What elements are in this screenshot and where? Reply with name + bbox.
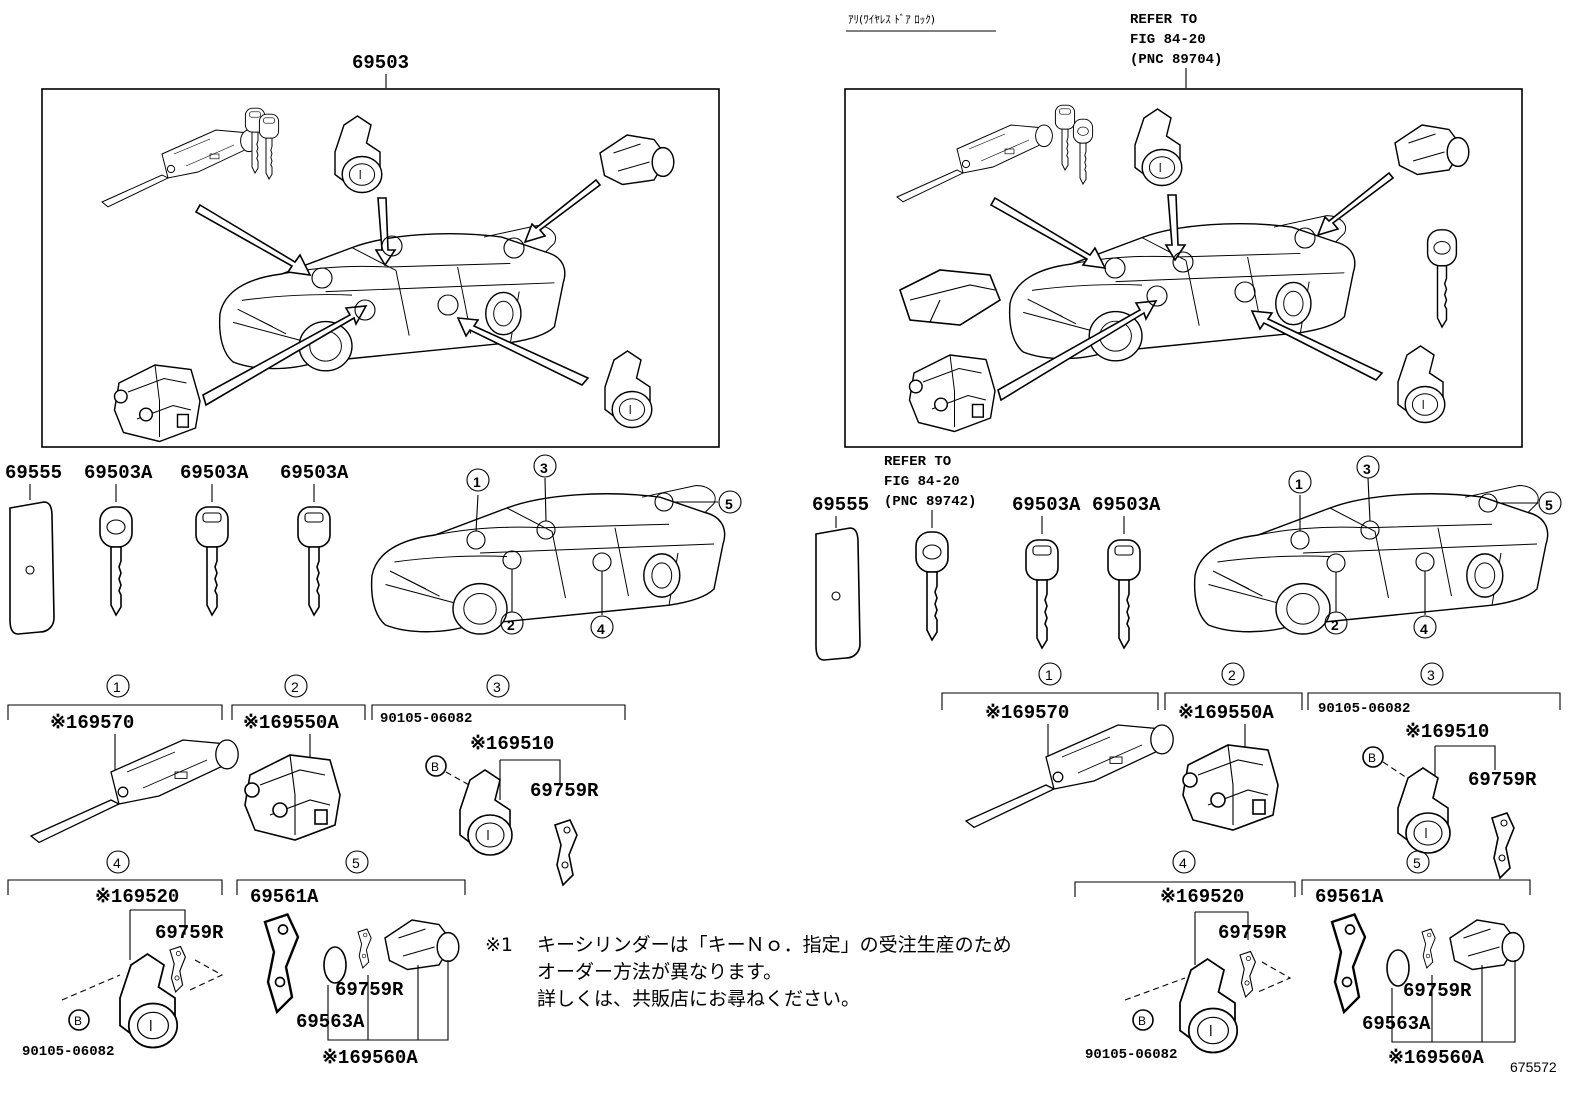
g4-bolt-left: 90105-06082: [22, 1044, 114, 1060]
key-label-left-a: 69503A: [84, 462, 153, 484]
figure-number: 675572: [1510, 1059, 1557, 1075]
bolt-marker-g4-left: B: [74, 1014, 82, 1028]
g5-part-left: 69561A: [250, 886, 319, 908]
holder-label-left: 69555: [5, 462, 62, 484]
callout-5-right: 5: [1545, 497, 1553, 513]
group-5-num-right: 5: [1413, 855, 1421, 871]
g5-cylinder-right: ※169560A: [1388, 1047, 1484, 1069]
g5-lever-left: 69759R: [335, 979, 404, 1001]
key-b-left: [195, 506, 229, 616]
note-line-2: オーダー方法が異なります。: [537, 961, 782, 983]
g1-part-right: ※169570: [985, 702, 1069, 724]
callout-3-right: 3: [1363, 461, 1371, 477]
g2-part-left: ※169550A: [243, 712, 339, 734]
callout-2-right: 2: [1331, 617, 1339, 633]
g3-lever-left: 69759R: [530, 780, 599, 802]
refer-key-line-1: REFER TO: [884, 454, 951, 470]
door-cylinder-g4-left: [119, 953, 179, 1049]
note-mark: ※1: [485, 934, 513, 956]
note-line-1: キーシリンダーは「キーＮｏ．指定」の受注生産のため: [537, 934, 1012, 956]
callout-3-left: 3: [540, 460, 548, 476]
g4-bolt-right: 90105-06082: [1085, 1047, 1177, 1063]
g3-bolt-left: 90105-06082: [380, 711, 472, 727]
group-3-num-left: 3: [493, 679, 501, 695]
g5-part-right: 69561A: [1315, 886, 1384, 908]
g2-part-right: ※169550A: [1178, 702, 1274, 724]
group-1-num-left: 1: [113, 679, 121, 695]
g3-bolt-right: 90105-06082: [1318, 701, 1410, 717]
key-c-right: [1107, 539, 1141, 649]
variant-label: ｱﾘ(ﾜｲﾔﾚｽ ﾄﾞｱ ﾛｯｸ): [848, 13, 935, 26]
location-car-right: [1193, 484, 1549, 635]
bolt-marker-left: B: [431, 760, 439, 774]
callout-2-left: 2: [507, 617, 515, 633]
g3-part-left: ※169510: [470, 733, 554, 755]
group-1-num-right: 1: [1045, 667, 1053, 683]
holder-label-right: 69555: [812, 494, 869, 516]
key-c-left: [297, 506, 331, 616]
key-b-right: [1025, 539, 1059, 649]
refer-top-line-3: (PNC 89704): [1130, 52, 1222, 68]
ignition-cylinder-right: [965, 724, 1174, 829]
key-label-right-c: 69503A: [1092, 494, 1161, 516]
refer-top-line-2: FIG 84-20: [1130, 32, 1206, 48]
key-holder-left: [9, 501, 55, 635]
door-cylinder-g3-right: [1397, 767, 1451, 854]
group-4-num-left: 4: [113, 855, 121, 871]
g5-lever-right: 69759R: [1403, 980, 1472, 1002]
note-line-3: 詳しくは、共販店にお尋ねください。: [537, 988, 860, 1010]
callout-4-right: 4: [1420, 621, 1428, 637]
g4-part-left: ※169520: [95, 886, 179, 908]
g4-lever-left: 69759R: [155, 922, 224, 944]
refer-top-line-1: REFER TO: [1130, 12, 1197, 28]
g5-cylinder-left: ※169560A: [322, 1047, 418, 1069]
key-holder-right: [815, 527, 861, 661]
g3-part-right: ※169510: [1405, 721, 1489, 743]
g3-lever-right: 69759R: [1468, 769, 1537, 791]
switch-block-right: [1182, 744, 1279, 831]
refer-key-line-3: (PNC 89742): [884, 494, 976, 510]
car-callouts-right: 1 3 2 4 5: [1288, 455, 1562, 639]
callout-1-right: 1: [1295, 476, 1303, 492]
g4-lever-right: 69759R: [1218, 922, 1287, 944]
door-cylinder-g4-right: [1179, 958, 1239, 1054]
assembly-box-right: [844, 88, 1523, 448]
bolt-marker-g4-right: B: [1138, 1014, 1146, 1028]
key-label-left-c: 69503A: [280, 462, 349, 484]
key-label-right-b: 69503A: [1012, 494, 1081, 516]
switch-block-left: [244, 754, 341, 841]
callout-5-left: 5: [725, 496, 733, 512]
g1-part-left: ※169570: [50, 712, 134, 734]
key-a-left: [99, 506, 133, 616]
assembly-label-left: 69503: [352, 52, 409, 74]
group-2-num-right: 2: [1228, 667, 1236, 683]
bolt-marker-right: B: [1368, 751, 1376, 765]
key-label-left-b: 69503A: [180, 462, 249, 484]
location-car-left: [370, 484, 726, 635]
callout-4-left: 4: [597, 621, 605, 637]
refer-key-line-2: FIG 84-20: [884, 474, 960, 490]
g4-part-right: ※169520: [1160, 886, 1244, 908]
group-3-num-right: 3: [1427, 667, 1435, 683]
remote-key-right: [915, 531, 949, 641]
ignition-cylinder-left: [30, 739, 239, 844]
car-callouts-left: 1 3 2 4 5: [466, 454, 742, 639]
group-5-num-left: 5: [352, 855, 360, 871]
g5-ring-right: 69563A: [1362, 1013, 1431, 1035]
group-4-num-right: 4: [1179, 855, 1187, 871]
door-cylinder-g3-left: [459, 769, 513, 856]
assembly-box-left: [41, 88, 720, 448]
group-2-num-left: 2: [291, 679, 299, 695]
callout-1-left: 1: [473, 474, 481, 490]
g5-ring-left: 69563A: [296, 1011, 365, 1033]
